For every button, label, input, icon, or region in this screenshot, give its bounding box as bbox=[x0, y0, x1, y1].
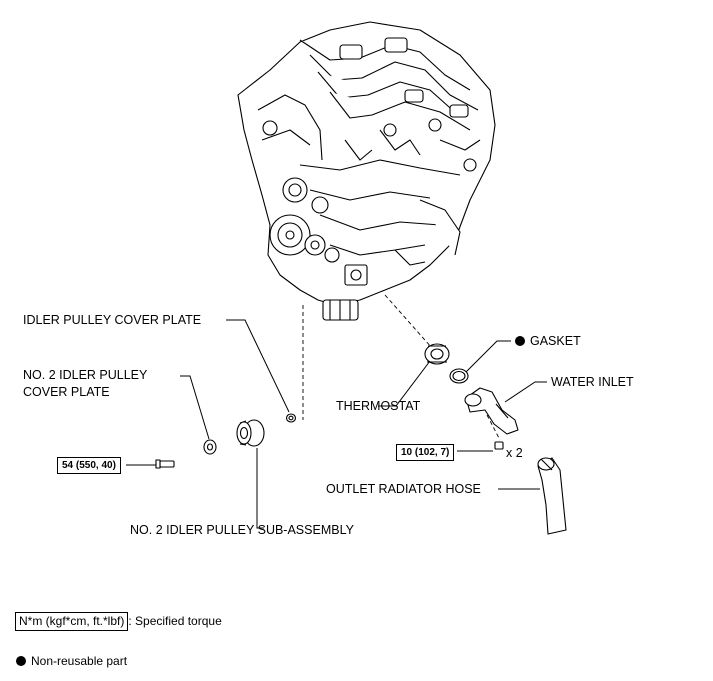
outlet-radiator-hose-part bbox=[537, 457, 567, 535]
water-inlet-part bbox=[464, 387, 519, 435]
legend-torque: N*m (kgf*cm, ft.*lbf): Specified torque bbox=[15, 612, 222, 631]
thermostat-part bbox=[424, 343, 450, 365]
gasket-label-text: GASKET bbox=[530, 334, 581, 348]
legend-nonreusable: Non-reusable part bbox=[16, 654, 127, 669]
gasket-label: GASKET bbox=[515, 334, 581, 349]
thermostat-label: THERMOSTAT bbox=[336, 399, 421, 413]
no2-idler-pulley-part bbox=[236, 419, 265, 447]
inlet-bolt-part bbox=[494, 441, 504, 450]
no2-idler-pulley-sub-assembly-label: NO. 2 IDLER PULLEY SUB-ASSEMBLY bbox=[130, 523, 354, 537]
outlet-radiator-hose-label: OUTLET RADIATOR HOSE bbox=[326, 482, 481, 496]
nonreusable-dot-icon bbox=[515, 336, 525, 346]
no2-idler-pulley-cover-plate-label-line2: COVER PLATE bbox=[23, 385, 110, 399]
legend-torque-unit-box: N*m (kgf*cm, ft.*lbf) bbox=[15, 612, 129, 631]
torque-box-pulley-bolt: 54 (550, 40) bbox=[57, 457, 121, 474]
no2-idler-pulley-cover-plate-label-line1: NO. 2 IDLER PULLEY bbox=[23, 368, 148, 382]
filled-circle-icon bbox=[16, 656, 26, 666]
legend-nonreusable-text: Non-reusable part bbox=[31, 654, 128, 668]
legend-torque-desc: : Specified torque bbox=[128, 614, 222, 628]
water-inlet-label: WATER INLET bbox=[551, 375, 634, 389]
pulley-bolt-part bbox=[155, 459, 175, 469]
torque-box-inlet-bolt: 10 (102, 7) bbox=[396, 444, 455, 461]
idler-pulley-cover-plate-label: IDLER PULLEY COVER PLATE bbox=[23, 313, 202, 327]
engine-illustration bbox=[237, 21, 496, 321]
bolt-multiplier: x 2 bbox=[506, 446, 523, 460]
